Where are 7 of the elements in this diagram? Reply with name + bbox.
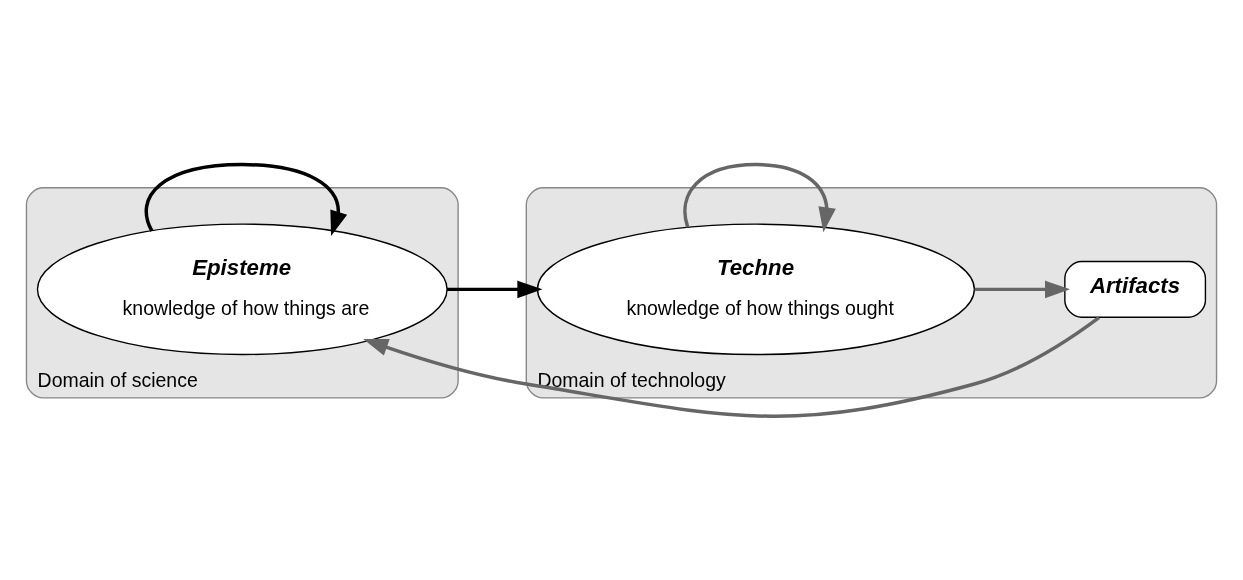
node-ellipse: Techne knowledge of how things ought	[536, 223, 976, 355]
arrow	[447, 280, 543, 298]
node-box: Artifacts	[1064, 260, 1207, 318]
arrow	[683, 162, 836, 232]
arrow	[144, 162, 348, 236]
arrow	[974, 280, 1071, 298]
arrow	[363, 315, 1100, 418]
